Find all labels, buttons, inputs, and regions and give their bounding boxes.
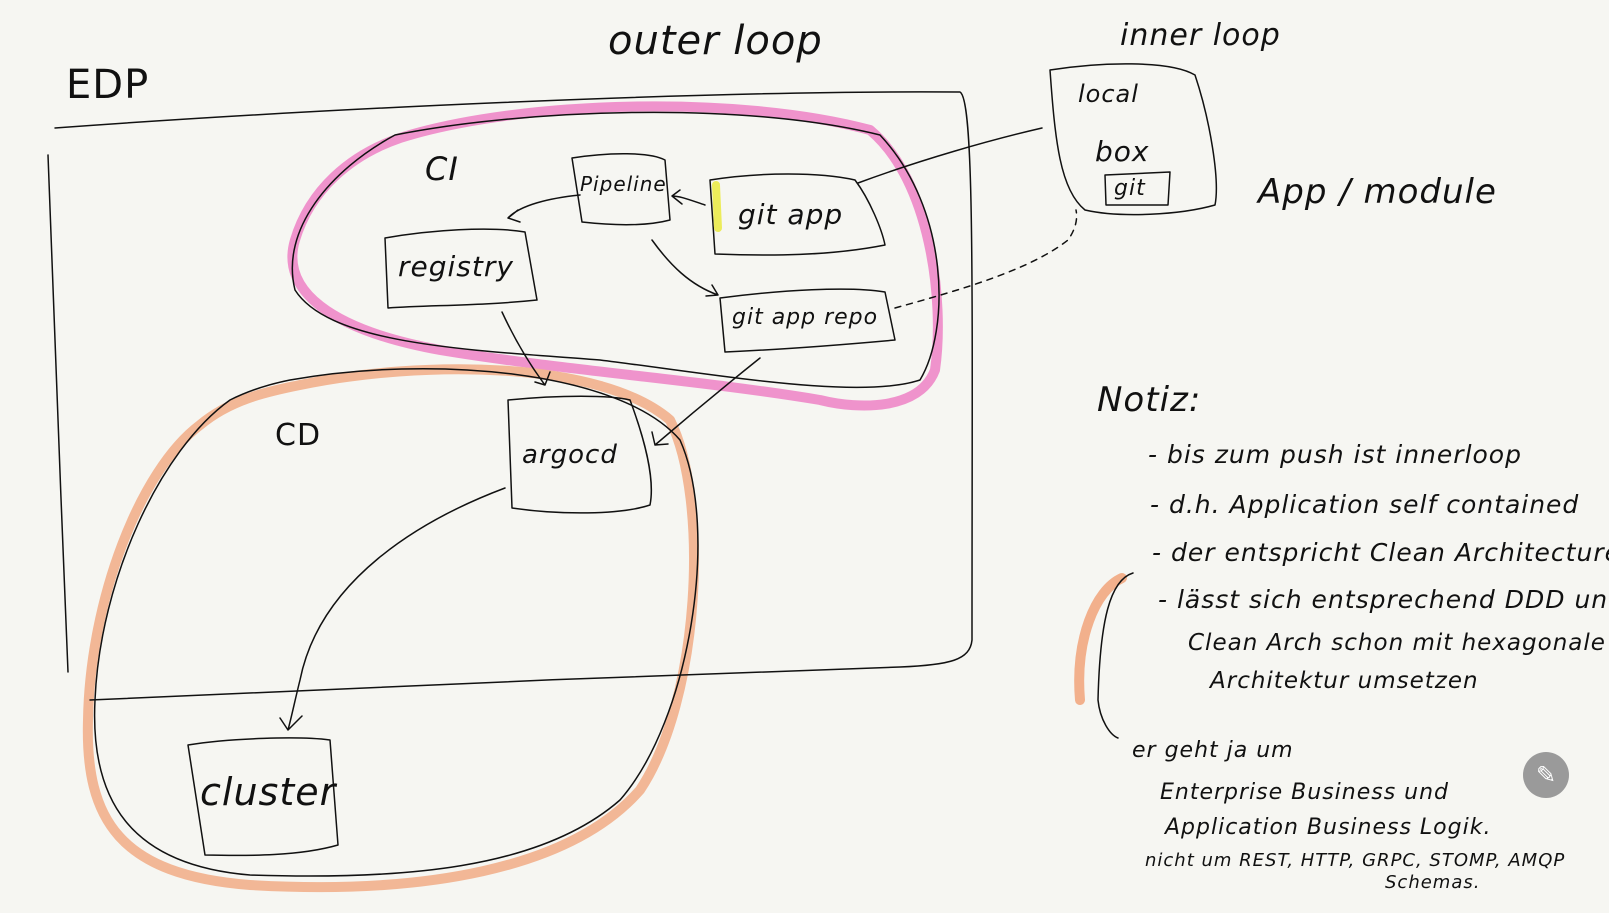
git-app-repo-node: git app repo [732,305,879,330]
edp-label: EDP [66,62,150,108]
local-box-line1: local [1078,80,1139,108]
git-mini-box [1104,171,1171,206]
arrow-registry-argocd [501,311,551,386]
cd-boundary [93,367,699,877]
argocd-box [507,395,653,514]
note-footer: Enterprise Business und [1160,780,1450,805]
note-footer: nicht um REST, HTTP, GRPC, STOMP, AMQP [1145,850,1566,871]
pipeline-box [571,153,671,226]
local-box-shape [1049,63,1218,216]
notes-bracket [1097,572,1134,739]
note-footer: er geht ja um [1132,738,1294,763]
git-app-box [709,173,886,256]
note-item: Architektur umsetzen [1210,668,1479,694]
registry-box [384,228,538,309]
note-item: - der entspricht Clean Architecture [1152,538,1609,567]
arrow-argocd-cluster [279,487,506,731]
note-footer: Application Business Logik. [1165,815,1492,840]
yellow-marker [712,181,722,232]
git-app-node: git app [738,198,844,231]
cd-label: CD [275,418,322,453]
note-item: - d.h. Application self contained [1150,490,1580,519]
git-app-repo-box [719,288,896,353]
app-module-label: App / module [1258,172,1497,212]
ci-label: CI [425,150,459,188]
argocd-node: argocd [522,440,618,470]
line-localbox-gitapp [857,127,1043,184]
arrow-gitapp-pipeline [671,189,706,206]
cluster-box [187,737,339,857]
notes-bracket-highlight [1074,573,1127,705]
arrow-pipeline-registry [507,194,581,223]
dashed-localbox-repo [894,209,1078,309]
note-item: - bis zum push ist innerloop [1148,440,1522,469]
notes-heading: Notiz: [1097,380,1202,420]
pencil-icon: ✎ [1535,761,1557,789]
edit-button[interactable]: ✎ [1523,752,1569,798]
note-footer: Schemas. [1385,872,1481,893]
cd-highlight-loop [82,364,699,893]
outer-loop-title: outer loop [608,18,823,64]
note-item: - lässt sich entsprechend DDD und [1158,585,1609,614]
local-box-git: git [1114,176,1146,201]
note-item: Clean Arch schon mit hexagonale [1188,630,1606,656]
local-box-line2: box [1095,135,1150,168]
inner-loop-title: inner loop [1120,18,1281,53]
registry-node: registry [398,250,514,283]
cluster-node: cluster [200,770,337,814]
ci-boundary [291,111,940,389]
arrow-repo-argocd [651,357,761,446]
edp-boundary [47,91,973,701]
ci-highlight-loop [287,101,943,411]
arrow-pipeline-repo [651,239,719,297]
pipeline-node: Pipeline [580,172,667,196]
